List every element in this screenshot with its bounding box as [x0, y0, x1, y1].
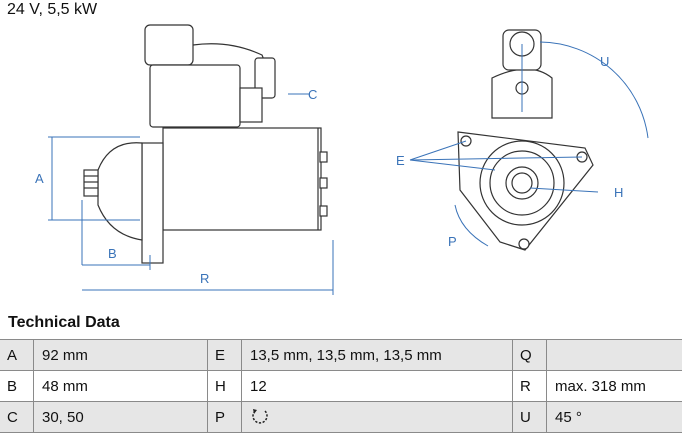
key-q: Q [513, 340, 547, 371]
starter-motor-drawing: A B R C U E H P [0, 0, 682, 310]
dim-label-c: C [308, 87, 317, 102]
value-r: max. 318 mm [547, 371, 682, 402]
dim-label-h: H [614, 185, 623, 200]
table-row: A 92 mm E 13,5 mm, 13,5 mm, 13,5 mm Q [0, 340, 682, 371]
value-c: 30, 50 [34, 402, 208, 433]
key-p: P [208, 402, 242, 433]
pinion [84, 170, 98, 196]
technical-data-table: A 92 mm E 13,5 mm, 13,5 mm, 13,5 mm Q B … [0, 339, 682, 433]
key-b: B [0, 371, 34, 402]
drive-nose [98, 143, 142, 240]
dim-label-e: E [396, 153, 405, 168]
value-e: 13,5 mm, 13,5 mm, 13,5 mm [242, 340, 513, 371]
dim-label-r: R [200, 271, 209, 286]
key-c: C [0, 402, 34, 433]
solenoid-body [150, 65, 240, 127]
dim-label-b: B [108, 246, 117, 261]
value-a: 92 mm [34, 340, 208, 371]
dim-label-p: P [448, 234, 457, 249]
table-row: C 30, 50 P U 45 ° [0, 402, 682, 433]
value-h: 12 [242, 371, 513, 402]
value-u: 45 ° [547, 402, 682, 433]
mounting-flange [142, 143, 163, 263]
table-row: B 48 mm H 12 R max. 318 mm [0, 371, 682, 402]
value-b: 48 mm [34, 371, 208, 402]
dim-label-u: U [600, 54, 609, 69]
key-h: H [208, 371, 242, 402]
technical-data-title: Technical Data [8, 314, 120, 332]
key-u: U [513, 402, 547, 433]
key-e: E [208, 340, 242, 371]
dim-label-a: A [35, 171, 44, 186]
rotation-arrow-icon [250, 407, 270, 427]
key-r: R [513, 371, 547, 402]
motor-body [163, 128, 321, 230]
solenoid-cap [145, 25, 193, 65]
value-q [547, 340, 682, 371]
value-p [242, 402, 513, 433]
key-a: A [0, 340, 34, 371]
